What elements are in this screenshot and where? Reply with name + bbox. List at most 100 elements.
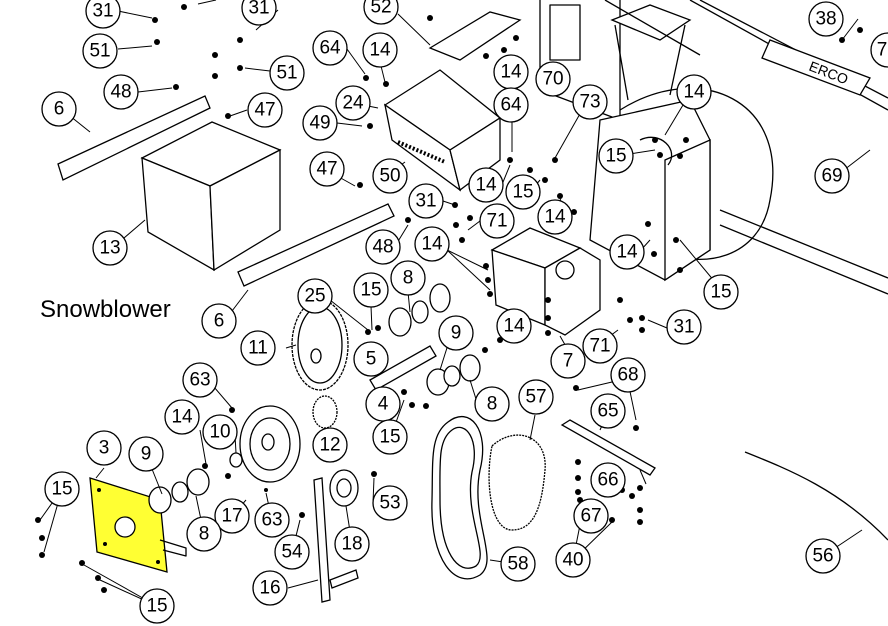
callout-label: 14 — [369, 40, 391, 61]
callout-label: 15 — [605, 146, 626, 167]
callout-11[interactable]: 11 — [240, 330, 276, 366]
plate-3-bolt-hole — [103, 542, 107, 546]
callout-63[interactable]: 63 — [254, 502, 290, 538]
callout-3[interactable]: 3 — [86, 430, 122, 466]
callout-15[interactable]: 15 — [44, 471, 80, 507]
callout-31[interactable]: 31 — [85, 0, 121, 29]
callout-label: 14 — [616, 242, 638, 263]
callout-15[interactable]: 15 — [703, 274, 739, 310]
callout-14[interactable]: 14 — [164, 399, 200, 435]
callout-label: 31 — [92, 1, 113, 22]
highlighted-plate-3[interactable] — [89, 477, 187, 573]
callout-15[interactable]: 15 — [353, 272, 389, 308]
callout-65[interactable]: 65 — [590, 393, 626, 429]
callout-14[interactable]: 14 — [537, 199, 573, 235]
callout-14[interactable]: 14 — [468, 167, 504, 203]
callout-9[interactable]: 9 — [438, 315, 474, 351]
callout-label: 14 — [503, 316, 525, 337]
callout-6[interactable]: 6 — [41, 91, 77, 127]
callout-13[interactable]: 13 — [92, 230, 128, 266]
callout-66[interactable]: 66 — [590, 462, 626, 498]
callout-51[interactable]: 51 — [269, 55, 305, 91]
callout-14[interactable]: 14 — [609, 234, 645, 270]
callout-31[interactable]: 31 — [666, 309, 702, 345]
callout-64[interactable]: 64 — [312, 30, 348, 66]
callout-7[interactable]: 7 — [870, 32, 888, 68]
callout-8[interactable]: 8 — [186, 516, 222, 552]
callout-57[interactable]: 57 — [518, 379, 554, 415]
callout-54[interactable]: 54 — [274, 534, 310, 570]
callout-label: 40 — [562, 550, 583, 571]
callout-17[interactable]: 17 — [214, 498, 250, 534]
callout-53[interactable]: 53 — [372, 485, 408, 521]
callout-40[interactable]: 40 — [555, 542, 591, 578]
callout-63[interactable]: 63 — [182, 362, 218, 398]
callout-47[interactable]: 47 — [309, 151, 345, 187]
callout-12[interactable]: 12 — [312, 427, 348, 463]
callout-label: 6 — [214, 311, 225, 332]
arm-6-lower — [237, 203, 395, 287]
callout-label: 12 — [319, 435, 340, 456]
callout-label: 56 — [812, 546, 833, 567]
callout-16[interactable]: 16 — [252, 570, 288, 606]
callout-4[interactable]: 4 — [365, 386, 401, 422]
callout-15[interactable]: 15 — [598, 138, 634, 174]
callout-68[interactable]: 68 — [610, 357, 646, 393]
callout-label: 65 — [597, 401, 618, 422]
callout-14[interactable]: 14 — [493, 54, 529, 90]
callout-label: 63 — [189, 370, 210, 391]
callout-51[interactable]: 51 — [82, 33, 118, 69]
callout-25[interactable]: 25 — [297, 278, 333, 314]
callout-7[interactable]: 7 — [550, 343, 586, 379]
callout-52[interactable]: 52 — [363, 0, 399, 25]
callout-6[interactable]: 6 — [201, 303, 237, 339]
callout-8[interactable]: 8 — [390, 260, 426, 296]
callout-71[interactable]: 71 — [479, 203, 515, 239]
callout-69[interactable]: 69 — [814, 158, 850, 194]
belt-58-inner — [439, 426, 481, 569]
callout-label: 14 — [475, 175, 497, 196]
callout-48[interactable]: 48 — [103, 74, 139, 110]
chute-70 — [539, 0, 692, 121]
callout-10[interactable]: 10 — [202, 414, 238, 450]
callout-15[interactable]: 15 — [139, 588, 175, 624]
callout-64[interactable]: 64 — [493, 87, 529, 123]
callout-label: 18 — [341, 534, 362, 555]
callout-label: 31 — [673, 317, 694, 338]
callout-15[interactable]: 15 — [505, 174, 541, 210]
callout-15[interactable]: 15 — [372, 419, 408, 455]
callout-14[interactable]: 14 — [362, 32, 398, 68]
callout-31[interactable]: 31 — [241, 0, 277, 26]
callout-31[interactable]: 31 — [408, 183, 444, 219]
callout-24[interactable]: 24 — [335, 85, 371, 121]
callout-14[interactable]: 14 — [676, 74, 712, 110]
gear-11 — [291, 299, 349, 391]
callout-14[interactable]: 14 — [414, 226, 450, 262]
callout-71[interactable]: 71 — [582, 328, 618, 364]
spring-50 — [397, 140, 446, 164]
callout-label: 15 — [379, 427, 400, 448]
callout-14[interactable]: 14 — [496, 308, 532, 344]
callout-label: 31 — [415, 191, 436, 212]
callout-5[interactable]: 5 — [353, 341, 389, 377]
callout-label: 8 — [199, 524, 210, 545]
callout-50[interactable]: 50 — [372, 158, 408, 194]
bracket-13 — [140, 121, 282, 272]
callout-58[interactable]: 58 — [500, 546, 536, 582]
callout-18[interactable]: 18 — [334, 526, 370, 562]
callout-47[interactable]: 47 — [247, 92, 283, 128]
callout-67[interactable]: 67 — [573, 498, 609, 534]
callout-label: 64 — [319, 38, 341, 59]
callout-70[interactable]: 70 — [535, 61, 571, 97]
callout-9[interactable]: 9 — [128, 436, 164, 472]
callout-38[interactable]: 38 — [808, 1, 844, 37]
callout-49[interactable]: 49 — [302, 105, 338, 141]
callout-label: 71 — [486, 211, 507, 232]
callout-8[interactable]: 8 — [474, 386, 510, 422]
callout-label: 17 — [221, 506, 242, 527]
callout-label: 7 — [563, 351, 574, 372]
callout-56[interactable]: 56 — [805, 538, 841, 574]
callout-73[interactable]: 73 — [572, 84, 608, 120]
callout-48[interactable]: 48 — [365, 229, 401, 265]
callout-label: 15 — [512, 182, 533, 203]
